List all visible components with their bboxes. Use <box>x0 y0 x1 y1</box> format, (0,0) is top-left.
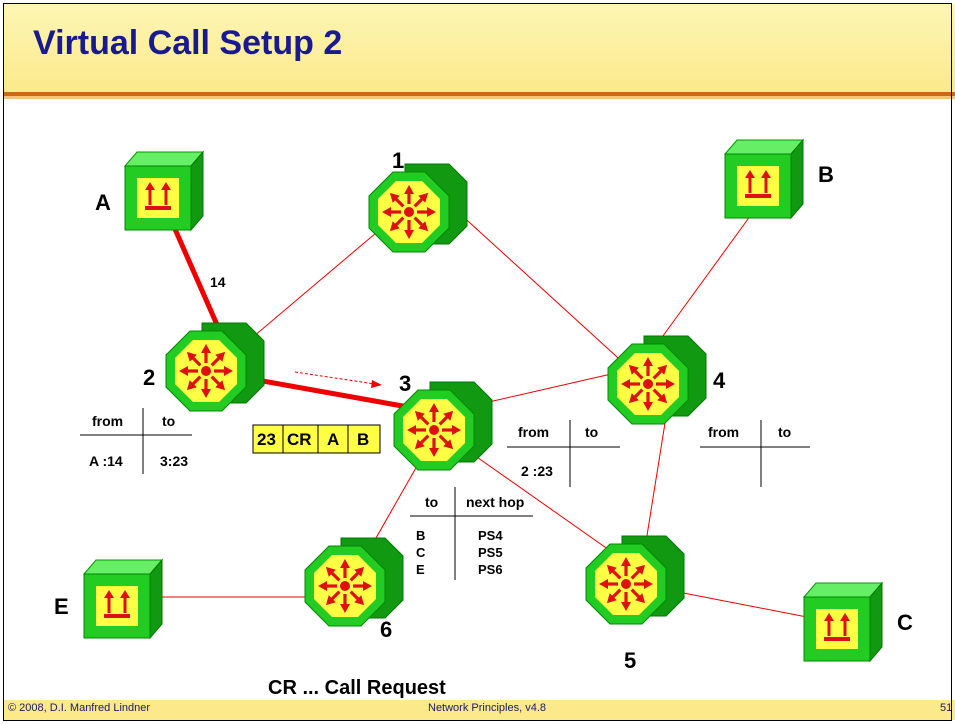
switch-4-label: 4 <box>713 368 726 393</box>
footer-bar <box>4 700 955 720</box>
vc-table-2-row-to: 3:23 <box>160 453 188 469</box>
vc-table-2-row-from: A :14 <box>89 453 123 469</box>
title-divider-accent <box>4 96 955 99</box>
slide-frame <box>3 3 952 721</box>
packet-field-src: A <box>327 430 339 449</box>
network-links <box>160 207 813 619</box>
routing-table-row-to: C <box>416 545 426 560</box>
call-request-direction-arrow <box>294 371 376 385</box>
host-e-label: E <box>54 594 69 619</box>
vc-table-3-col-to: to <box>585 424 598 440</box>
footer-course-title: Network Principles, v4.8 <box>428 702 546 714</box>
switch-3-label: 3 <box>399 371 411 396</box>
link-a-2-vc-label: 14 <box>210 274 226 290</box>
routing-table-row-to: E <box>416 562 425 577</box>
packet-field-vcid: 23 <box>257 430 276 449</box>
host-a-label: A <box>95 190 111 215</box>
title-divider <box>4 92 955 96</box>
packet-field-type: CR <box>287 430 312 449</box>
routing-table-row-to: B <box>416 528 425 543</box>
routing-table-row-next: PS5 <box>478 545 503 560</box>
call-request-packet: 23 CR A B <box>252 424 381 454</box>
footer-copyright: © 2008, D.I. Manfred Lindner <box>8 702 151 714</box>
link-2-3 <box>245 375 409 410</box>
switch-3-routing-table: to next hop B PS4 C PS5 E PS6 <box>410 487 533 580</box>
vc-table-3-row-from: 2 :23 <box>521 463 553 479</box>
host-c-label: C <box>897 610 913 635</box>
packet-field-dst: B <box>357 430 369 449</box>
vc-table-4-col-from: from <box>708 424 739 440</box>
routing-table-row-next: PS4 <box>478 528 503 543</box>
routing-table-col-next-hop: next hop <box>466 494 524 510</box>
footer-page-number: 51 <box>940 702 953 714</box>
switch-3-vc-table: from to 2 :23 <box>507 420 620 487</box>
host-b-label: B <box>818 162 834 187</box>
title-bar <box>4 4 955 94</box>
switch-2-vc-table: from to A :14 3:23 <box>80 408 192 474</box>
switch-2-label: 2 <box>143 365 155 390</box>
switch-6-label: 6 <box>380 617 392 642</box>
legend-call-request: CR ... Call Request <box>268 677 446 699</box>
link-a-2 <box>168 218 221 329</box>
vc-table-2-col-from: from <box>92 413 123 429</box>
routing-table-row-next: PS6 <box>478 562 503 577</box>
vc-table-3-col-from: from <box>518 424 549 440</box>
switch-4-vc-table: from to <box>700 420 810 487</box>
switch-1-label: 1 <box>392 148 404 173</box>
switch-5-label: 5 <box>624 648 636 673</box>
vc-table-2-col-to: to <box>162 413 175 429</box>
vc-table-4-col-to: to <box>778 424 791 440</box>
routing-table-col-to: to <box>425 494 438 510</box>
slide-title: Virtual Call Setup 2 <box>33 24 343 62</box>
